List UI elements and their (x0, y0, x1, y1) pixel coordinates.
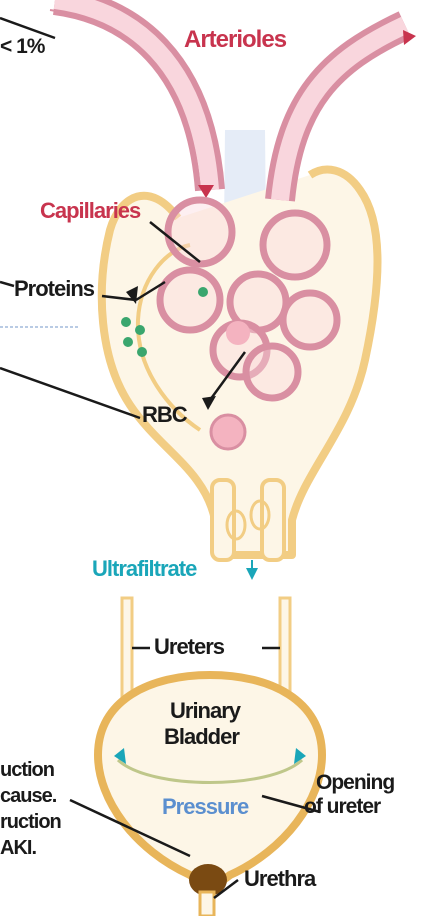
leader-line-proteins-left (0, 282, 14, 286)
label-proteins: Proteins (14, 278, 94, 300)
label-opening-line1: Opening (316, 772, 394, 793)
label-rbc: RBC (142, 404, 187, 426)
flow-arrow-out (403, 30, 416, 45)
left-fragment: cause. (0, 786, 56, 806)
ultrafiltrate-arrow-head (246, 568, 258, 580)
left-fragment: AKI. (0, 838, 36, 858)
label-ultrafiltrate: Ultrafiltrate (92, 558, 196, 580)
label-arterioles: Arterioles (184, 28, 286, 52)
capillary-loop (246, 346, 298, 398)
protein-dot (123, 337, 133, 347)
left-fragment: uction (0, 760, 54, 780)
capillary-loop (263, 213, 327, 277)
label-ureters: Ureters (154, 636, 224, 658)
label-opening-line2: of ureter (304, 796, 380, 817)
protein-dot (198, 287, 208, 297)
red-blood-cell (211, 415, 245, 449)
red-blood-cell (226, 321, 250, 345)
label-capillaries: Capillaries (40, 200, 140, 222)
tubule-right (262, 480, 284, 560)
tubule-left (212, 480, 234, 560)
urethra-tube (200, 892, 214, 916)
protein-dot (121, 317, 131, 327)
capillary-loop (160, 270, 220, 330)
percent-fragment: < 1% (0, 36, 44, 57)
label-bladder-line2: Bladder (164, 726, 239, 748)
label-urethra: Urethra (244, 868, 315, 890)
label-bladder-line1: Urinary (170, 700, 240, 722)
flow-arrow-in (198, 185, 214, 198)
capillary-loop (283, 293, 337, 347)
protein-dot (135, 325, 145, 335)
label-pressure: Pressure (162, 796, 248, 818)
capillary-loop (168, 200, 232, 264)
left-fragment: ruction (0, 812, 61, 832)
protein-dot (137, 347, 147, 357)
afferent-arteriole-line (50, 10, 200, 190)
